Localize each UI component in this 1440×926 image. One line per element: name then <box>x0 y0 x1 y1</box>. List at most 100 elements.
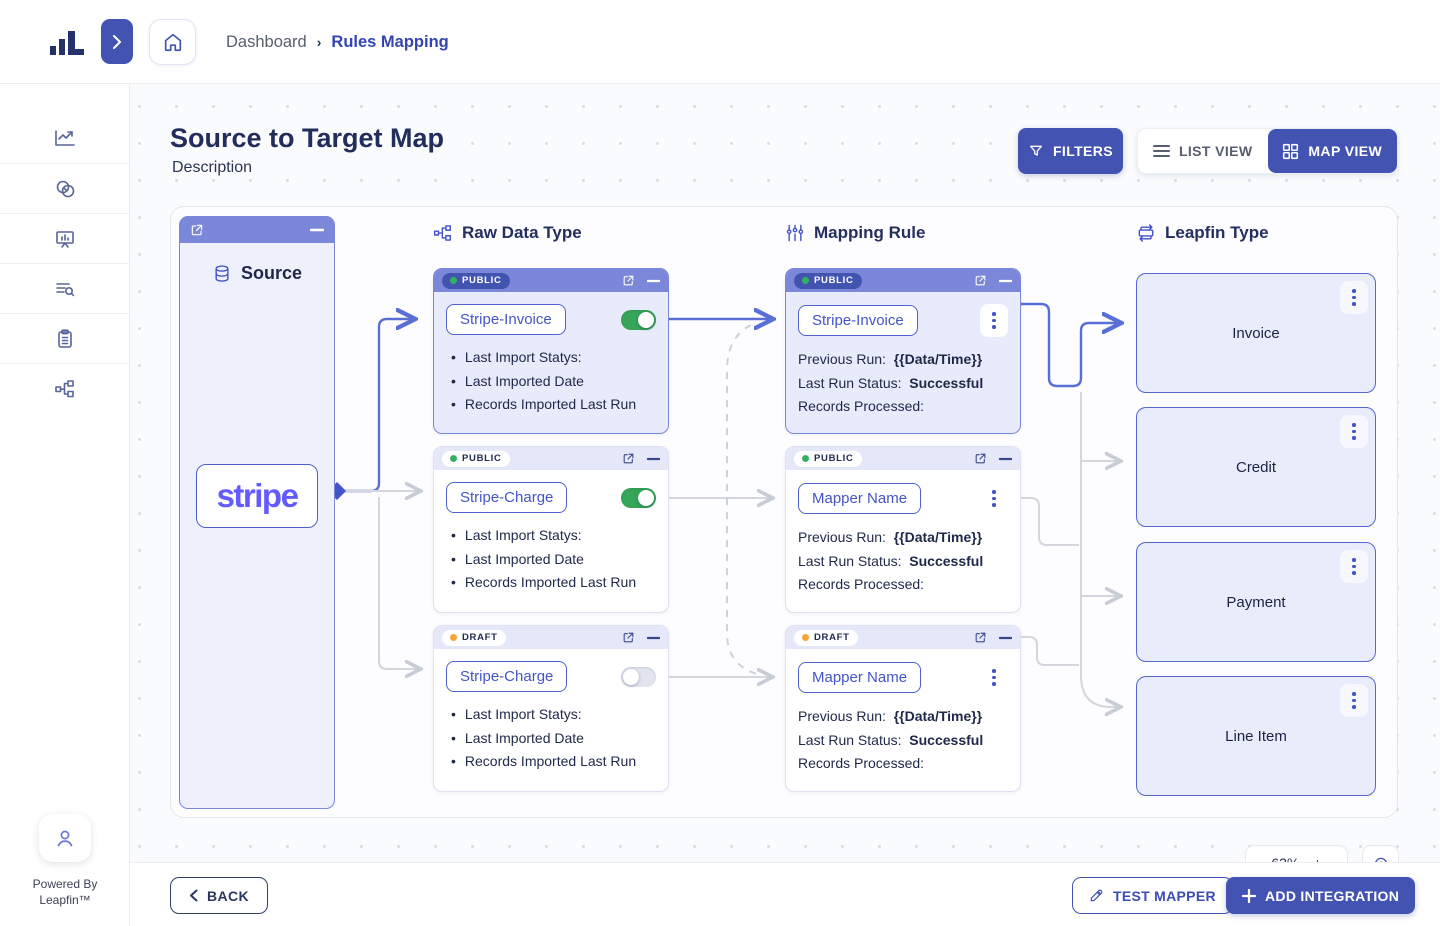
sidebar-item-audit-log[interactable] <box>0 263 130 313</box>
external-link-icon[interactable] <box>622 631 635 644</box>
sidebar-expand-button[interactable] <box>101 19 133 64</box>
card-header: PUBLIC <box>434 447 668 470</box>
card-header: PUBLIC <box>786 447 1020 470</box>
status-badge: PUBLIC <box>442 272 510 289</box>
grid-icon <box>1282 143 1299 160</box>
enable-toggle[interactable] <box>621 309 656 330</box>
external-link-icon[interactable] <box>622 452 635 465</box>
enable-toggle[interactable] <box>621 487 656 508</box>
connector-wires <box>328 302 1399 819</box>
external-link-icon[interactable] <box>974 452 987 465</box>
home-button[interactable] <box>149 19 196 65</box>
mapping-card-details: Previous Run: {{Data/Time}} Last Run Sta… <box>798 529 984 592</box>
collapse-minus-icon[interactable] <box>647 457 660 461</box>
powered-by-label: Powered By Leapfin™ <box>32 877 98 907</box>
chevron-left-icon <box>189 889 198 902</box>
user-avatar[interactable] <box>39 814 91 862</box>
leapfin-type-label: Invoice <box>1232 324 1280 342</box>
card-header: DRAFT <box>786 626 1020 649</box>
card-header: PUBLIC <box>786 269 1020 292</box>
external-link-icon[interactable] <box>622 274 635 287</box>
breadcrumb-dashboard[interactable]: Dashboard <box>226 32 307 51</box>
mapper-button[interactable]: Stripe-Invoice <box>798 305 918 336</box>
collapse-minus-icon[interactable] <box>647 279 660 283</box>
mapping-card-mapper-1: PUBLIC Mapper Name Previous Run: {{Data/… <box>785 446 1021 613</box>
stripe-source-node[interactable]: stripe <box>196 464 318 528</box>
status-dot <box>802 277 809 284</box>
leapfin-type-credit[interactable]: Credit <box>1136 407 1376 527</box>
card-header: PUBLIC <box>434 269 668 292</box>
mapping-card-stripe-invoice: PUBLIC Stripe-Invoice Previous Run: {{Da… <box>785 268 1021 434</box>
collapse-minus-icon[interactable] <box>310 228 324 232</box>
sidebar-item-connections[interactable] <box>0 163 130 213</box>
leapfin-type-line-item[interactable]: Line Item <box>1136 676 1376 796</box>
back-button[interactable]: BACK <box>170 877 269 914</box>
enable-toggle[interactable] <box>621 666 656 687</box>
view-toggle: LIST VIEW MAP VIEW <box>1137 128 1398 174</box>
raw-type-button[interactable]: Stripe-Charge <box>446 661 568 692</box>
filters-button[interactable]: FILTERS <box>1018 128 1123 174</box>
line-chart-icon <box>53 126 77 150</box>
list-search-icon <box>53 277 77 301</box>
raw-type-button[interactable]: Stripe-Charge <box>446 482 568 513</box>
mapping-card-mapper-2: DRAFT Mapper Name Previous Run: {{Data/T… <box>785 625 1021 792</box>
leapfin-type-invoice[interactable]: Invoice <box>1136 273 1376 393</box>
sync-icon <box>1136 223 1156 243</box>
status-dot <box>802 634 809 641</box>
test-mapper-button[interactable]: TEST MAPPER <box>1072 877 1233 914</box>
add-integration-button[interactable]: ADD INTEGRATION <box>1226 877 1416 914</box>
collapse-minus-icon[interactable] <box>647 636 660 640</box>
column-header-raw-data-type: Raw Data Type <box>433 223 582 243</box>
pencil-icon <box>1089 888 1104 903</box>
leapfin-type-payment[interactable]: Payment <box>1136 542 1376 662</box>
kebab-menu-icon[interactable] <box>1340 684 1368 717</box>
collapse-minus-icon[interactable] <box>999 636 1012 640</box>
sliders-icon <box>785 223 805 243</box>
kebab-menu-icon[interactable] <box>980 661 1008 694</box>
map-canvas: Raw Data Type Mapping Rule Leapfin Type <box>170 206 1398 818</box>
raw-card-details: Last Import Statys: Last Imported Date R… <box>451 346 656 417</box>
status-badge: DRAFT <box>442 629 506 646</box>
mapper-button[interactable]: Mapper Name <box>798 483 922 514</box>
leapfin-type-label: Line Item <box>1225 727 1287 745</box>
linked-circles-icon <box>53 177 77 201</box>
raw-card-details: Last Import Statys: Last Imported Date R… <box>451 703 656 774</box>
kebab-menu-icon[interactable] <box>980 482 1008 515</box>
status-badge: PUBLIC <box>442 450 510 467</box>
column-header-leapfin-type: Leapfin Type <box>1136 223 1269 243</box>
map-view-tab[interactable]: MAP VIEW <box>1267 129 1397 173</box>
collapse-minus-icon[interactable] <box>999 279 1012 283</box>
top-bar: Dashboard › Rules Mapping <box>0 0 1440 84</box>
page-subtitle: Description <box>172 159 253 176</box>
raw-card-stripe-charge-draft: DRAFT Stripe-Charge Last Import Statys: … <box>433 625 669 792</box>
funnel-icon <box>1028 143 1044 159</box>
raw-type-button[interactable]: Stripe-Invoice <box>446 304 566 335</box>
hierarchy-icon <box>53 377 77 401</box>
source-title: Source <box>180 263 334 284</box>
sidebar-item-reports[interactable] <box>0 213 130 263</box>
status-dot <box>802 455 809 462</box>
external-link-icon[interactable] <box>190 223 204 237</box>
external-link-icon[interactable] <box>974 631 987 644</box>
status-badge: DRAFT <box>794 629 858 646</box>
kebab-menu-icon[interactable] <box>980 304 1008 337</box>
kebab-menu-icon[interactable] <box>1340 550 1368 583</box>
raw-card-stripe-charge: PUBLIC Stripe-Charge Last Import Statys:… <box>433 446 669 613</box>
mapper-button[interactable]: Mapper Name <box>798 662 922 693</box>
clipboard-icon <box>53 327 77 351</box>
page-title: Source to Target Map <box>170 123 445 153</box>
plus-icon <box>1242 888 1256 903</box>
list-icon <box>1152 144 1170 158</box>
kebab-menu-icon[interactable] <box>1340 415 1368 448</box>
list-view-tab[interactable]: LIST VIEW <box>1138 129 1268 173</box>
breadcrumb-current: Rules Mapping <box>331 32 449 51</box>
collapse-minus-icon[interactable] <box>999 457 1012 461</box>
sidebar-item-tasks[interactable] <box>0 313 130 363</box>
breadcrumb: Dashboard › Rules Mapping <box>226 0 449 84</box>
external-link-icon[interactable] <box>974 274 987 287</box>
mapping-card-details: Previous Run: {{Data/Time}} Last Run Sta… <box>798 708 984 771</box>
sidebar-item-analytics[interactable] <box>0 113 130 163</box>
kebab-menu-icon[interactable] <box>1340 281 1368 314</box>
sidebar-item-rules-mapping[interactable] <box>0 363 130 413</box>
